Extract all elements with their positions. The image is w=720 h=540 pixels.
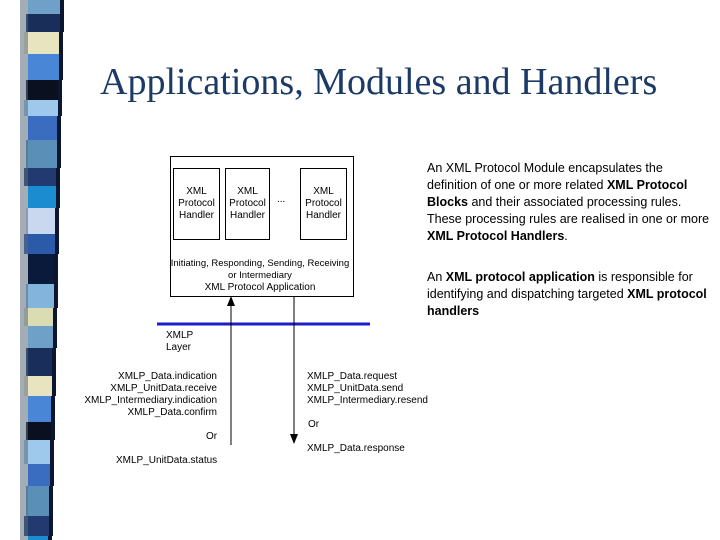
- primitive-intermediary-resend: XMLP_Intermediary.resend: [307, 395, 428, 406]
- primitive-data-request: XMLP_Data.request: [307, 371, 398, 382]
- layer-label-line1: XMLP: [166, 330, 194, 341]
- application-label: Initiating, Responding, Sending, Receivi…: [160, 258, 360, 294]
- module-desc-text-c: and their associated processing rules. T…: [427, 195, 710, 226]
- upward-or-label: Or: [206, 431, 218, 442]
- primitive-unitdata-receive: XMLP_UnitData.receive: [110, 383, 217, 394]
- module-desc-text-a: An XML Protocol Module encapsulates the …: [427, 161, 663, 192]
- slide-title: Applications, Modules and Handlers: [100, 61, 658, 103]
- app-desc-bold-application: XML protocol application: [445, 270, 595, 284]
- downward-or-label: Or: [308, 419, 320, 430]
- app-desc-bold-handlers: XML protocol handlers: [427, 287, 707, 318]
- handler-1-line1: XML: [186, 186, 207, 197]
- app-desc-text-a: An: [427, 270, 446, 284]
- primitive-unitdata-send: XMLP_UnitData.send: [307, 383, 404, 394]
- handler-2-line2: Protocol: [229, 198, 266, 209]
- application-label-line2: or Intermediary: [228, 270, 292, 281]
- handler-3-line2: Protocol: [305, 198, 342, 209]
- application-label-line3: XML Protocol Application: [204, 282, 316, 293]
- module-desc-text-e: .: [564, 229, 568, 243]
- handler-3-line1: XML: [313, 186, 334, 197]
- app-desc-text-c: is responsible for identifying and dispa…: [427, 270, 693, 301]
- application-description: An XML protocol application is responsib…: [427, 269, 712, 320]
- primitive-data-indication: XMLP_Data.indication: [118, 371, 217, 382]
- handler-3-line3: Handler: [305, 210, 342, 221]
- downward-primitives: XMLP_Data.request XMLP_UnitData.send XML…: [307, 371, 428, 407]
- decorative-side-strip: [0, 0, 80, 540]
- module-description: An XML Protocol Module encapsulates the …: [427, 160, 712, 245]
- handler-2-line1: XML: [237, 186, 258, 197]
- handler-ellipsis: ...: [277, 194, 286, 205]
- down-arrowhead-icon: [290, 434, 298, 444]
- primitive-unitdata-status: XMLP_UnitData.status: [116, 455, 218, 466]
- up-arrowhead-icon: [227, 296, 235, 306]
- upward-primitives: XMLP_Data.indication XMLP_UnitData.recei…: [60, 371, 217, 419]
- primitive-intermediary-indication: XMLP_Intermediary.indication: [84, 395, 217, 406]
- module-desc-bold-blocks: XML Protocol Blocks: [427, 178, 688, 209]
- primitive-data-confirm: XMLP_Data.confirm: [127, 407, 217, 418]
- handler-2-line3: Handler: [229, 210, 266, 221]
- application-label-line1: Initiating, Responding, Sending, Receivi…: [170, 258, 350, 269]
- layer-label-line2: Layer: [166, 342, 192, 353]
- primitive-data-response: XMLP_Data.response: [307, 443, 405, 454]
- handler-1-line2: Protocol: [178, 198, 215, 209]
- handler-1-line3: Handler: [178, 210, 215, 221]
- module-desc-bold-handlers: XML Protocol Handlers: [427, 229, 565, 243]
- xmlp-layer-label: XMLP Layer: [166, 330, 193, 354]
